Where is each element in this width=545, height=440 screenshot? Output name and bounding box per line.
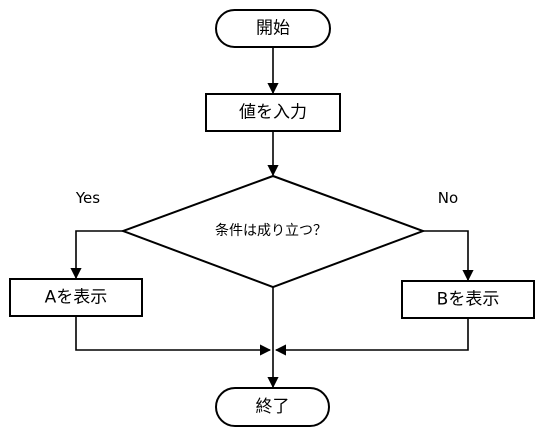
show-b-process-node: Bを表示 bbox=[401, 280, 535, 319]
show-a-label: Aを表示 bbox=[45, 288, 108, 308]
show-b-label: Bを表示 bbox=[437, 290, 500, 310]
edge-show-a-to-merge bbox=[75, 317, 272, 356]
decision-node: 条件は成り立つ？ bbox=[120, 174, 426, 289]
yes-branch-label: Yes bbox=[75, 189, 100, 207]
end-label: 終了 bbox=[256, 397, 290, 417]
edge-show-b-to-merge bbox=[274, 318, 469, 356]
edge-no-to-show-b bbox=[423, 230, 474, 282]
show-a-process-node: Aを表示 bbox=[9, 278, 143, 317]
edge-yes-to-show-a bbox=[70, 230, 123, 280]
start-node: 開始 bbox=[215, 9, 331, 48]
no-branch-label: No bbox=[438, 189, 458, 207]
start-label: 開始 bbox=[256, 19, 290, 39]
end-node: 終了 bbox=[215, 387, 330, 427]
decision-label: 条件は成り立つ？ bbox=[215, 222, 327, 239]
input-label: 値を入力 bbox=[239, 103, 307, 123]
input-process-node: 値を入力 bbox=[205, 93, 341, 132]
